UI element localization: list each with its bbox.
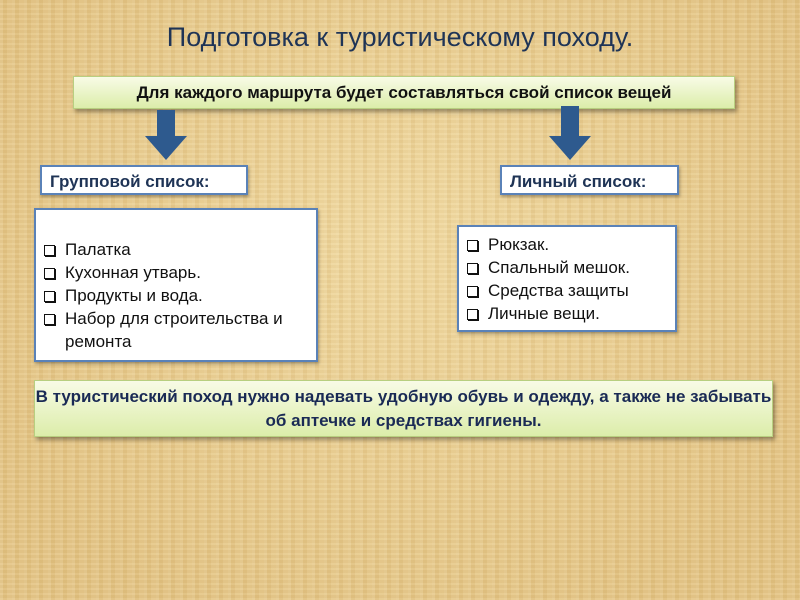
list-item: Кухонная утварь.: [44, 261, 308, 284]
checkbox-bullet-icon: [467, 286, 478, 297]
group-list-label: Групповой список:: [40, 165, 248, 195]
arrow-down-icon: [145, 110, 187, 160]
checkbox-bullet-icon: [44, 291, 55, 302]
checkbox-bullet-icon: [467, 309, 478, 320]
slide-title: Подготовка к туристическому походу.: [166, 22, 634, 52]
personal-list-label: Личный список:: [500, 165, 679, 195]
personal-list-box: Рюкзак. Спальный мешок. Средства защиты …: [457, 225, 677, 332]
top-statement-box: Для каждого маршрута будет составляться …: [73, 76, 735, 109]
list-item: Средства защиты: [467, 279, 667, 302]
checkbox-bullet-icon: [467, 263, 478, 274]
checkbox-bullet-icon: [467, 240, 478, 251]
checkbox-bullet-icon: [44, 268, 55, 279]
checkbox-bullet-icon: [44, 245, 55, 256]
list-item: Палатка: [44, 238, 308, 261]
list-item: Личные вещи.: [467, 302, 667, 325]
list-item: Рюкзак.: [467, 233, 667, 256]
group-list-box: Палатка Кухонная утварь. Продукты и вода…: [34, 208, 318, 362]
checkbox-bullet-icon: [44, 314, 55, 325]
bottom-note-box: В туристический поход нужно надевать удо…: [34, 380, 773, 437]
arrow-down-icon: [549, 106, 591, 160]
list-item: Продукты и вода.: [44, 284, 308, 307]
list-item: Набор для строительства и ремонта: [44, 307, 308, 353]
list-item: Спальный мешок.: [467, 256, 667, 279]
